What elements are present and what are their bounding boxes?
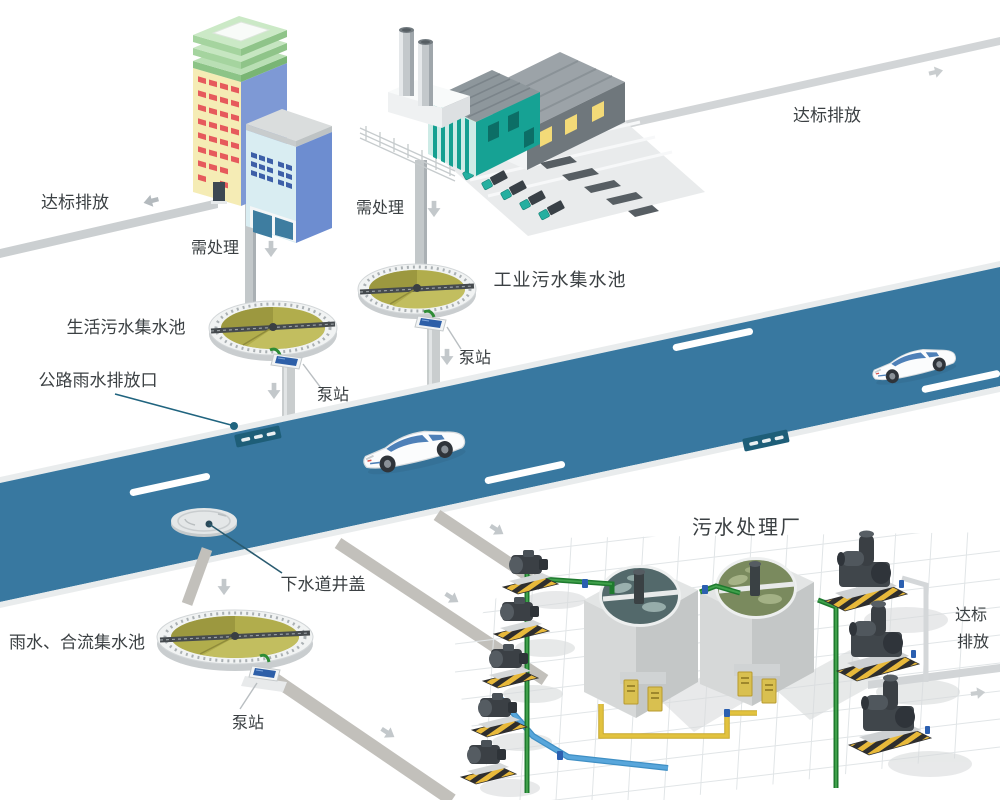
label-needs-treatment-residential: 需处理	[191, 238, 239, 257]
sewage-pipe-residential	[245, 192, 256, 306]
small-building-windows	[251, 152, 292, 189]
flow-arrow-down-icon	[440, 348, 454, 366]
flow-arrow-down-icon	[264, 240, 278, 258]
flow-arrow-diagonal-icon	[378, 723, 398, 743]
factory-building	[359, 27, 705, 236]
highway	[0, 261, 1000, 608]
rain-drain-grate	[234, 425, 282, 448]
yellow-pipe	[598, 704, 757, 739]
discharge-road-right	[610, 37, 1000, 132]
clarifier-domestic	[208, 300, 338, 361]
discharge-road-bottom	[868, 664, 1000, 689]
label-industrial-pool: 工业污水集水池	[494, 270, 627, 291]
aeration-tank-1	[584, 565, 698, 718]
flow-arrow-down-icon	[217, 578, 231, 596]
lane-markings	[129, 328, 1000, 496]
flow-arrow-right-icon	[927, 64, 945, 80]
label-discharge-bottom-1: 达标	[955, 605, 987, 624]
chimneys	[399, 27, 433, 106]
fence	[359, 126, 456, 182]
flow-arrow-diagonal-icon	[487, 520, 507, 540]
flow-arrow-diagonal-icon	[442, 588, 462, 608]
tower-windows	[198, 76, 239, 189]
parking-stalls	[540, 156, 659, 217]
factory-windows	[488, 111, 534, 148]
label-domestic-pool: 生活污水集水池	[67, 318, 186, 338]
flow-arrow-left-icon	[142, 193, 160, 209]
label-discharge-bottom-2: 排放	[957, 632, 989, 651]
label-pump-station-domestic: 泵站	[317, 385, 349, 404]
clarifier-industrial	[357, 263, 477, 319]
sewage-pipe-factory	[415, 160, 427, 266]
leader-lines	[114, 393, 283, 574]
label-discharge-top-right: 达标排放	[793, 106, 861, 126]
pump-row-right	[824, 530, 932, 756]
label-needs-treatment-factory: 需处理	[356, 198, 404, 217]
pump-station-rainwater	[239, 653, 287, 710]
pump-station-domestic	[269, 347, 322, 389]
service-pipe	[901, 575, 929, 682]
rain-drain-grate-2	[742, 429, 790, 452]
label-treatment-plant: 污水处理厂	[692, 515, 802, 539]
label-rain-combined-pool: 雨水、合流集水池	[9, 633, 145, 653]
treatment-plant	[454, 530, 1000, 800]
flow-arrow-down-icon	[427, 200, 441, 218]
aeration-tank-2	[700, 557, 814, 706]
manhole-cover	[171, 508, 237, 537]
label-pump-station-rain: 泵站	[232, 713, 264, 732]
residential-building	[193, 16, 332, 243]
tower-door	[213, 182, 225, 203]
flow-arrow-down-icon	[267, 382, 281, 400]
blue-pipe	[497, 696, 669, 771]
label-road-rain-outlet: 公路雨水排放口	[39, 371, 158, 391]
pump-station-industrial	[414, 309, 462, 350]
label-manhole: 下水道井盖	[281, 575, 366, 595]
flow-arrow-right-icon	[970, 686, 986, 700]
clarifier-rainwater	[156, 609, 314, 671]
discharge-road-left	[0, 193, 218, 258]
label-discharge-top-left: 达标排放	[41, 193, 109, 213]
label-pump-station-industrial: 泵站	[459, 348, 491, 367]
